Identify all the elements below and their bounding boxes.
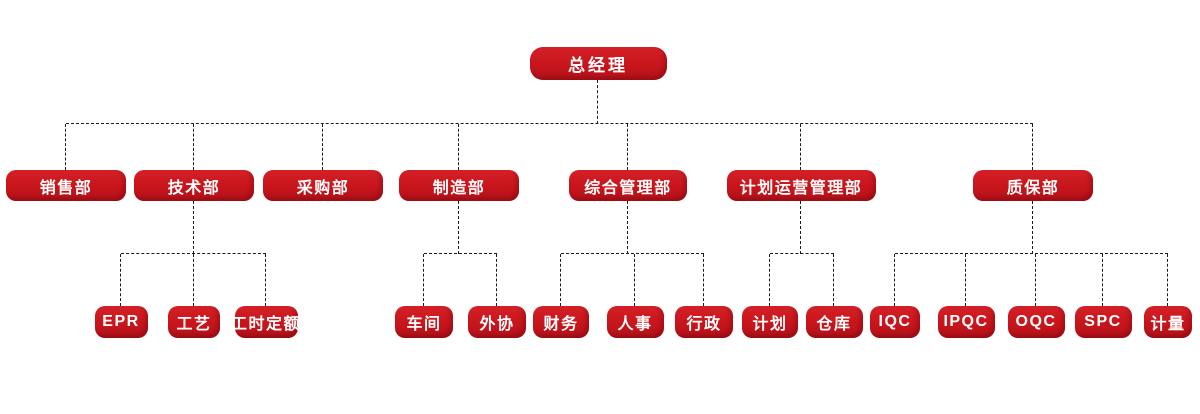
connector-line-vertical <box>120 254 122 306</box>
connector-line-horizontal <box>424 253 497 255</box>
connector-line-vertical <box>1167 254 1169 306</box>
org-node-planning-operations: 计划运营管理部 <box>726 170 876 201</box>
org-node-workshop: 车间 <box>395 306 453 338</box>
connector-line-vertical <box>597 80 599 124</box>
connector-line-vertical <box>458 124 460 170</box>
org-node-outsourcing: 外协 <box>468 306 526 338</box>
org-node-general-management: 综合管理部 <box>569 170 687 201</box>
connector-line-vertical <box>1035 254 1037 306</box>
org-node-warehouse: 仓库 <box>805 306 863 338</box>
connector-line-vertical <box>800 124 802 170</box>
connector-line-vertical <box>322 124 324 170</box>
connector-line-vertical <box>965 254 967 306</box>
org-node-spc: SPC <box>1074 306 1132 338</box>
connector-line-vertical <box>634 254 636 306</box>
org-node-administration: 行政 <box>675 306 733 338</box>
org-node-quality-assurance: 质保部 <box>973 170 1093 201</box>
connector-line-vertical <box>265 254 267 306</box>
org-node-hr: 人事 <box>606 306 664 338</box>
connector-line-vertical <box>833 254 835 306</box>
org-node-planning: 计划 <box>742 306 798 338</box>
connector-line-vertical <box>458 201 460 254</box>
connector-line-vertical <box>627 124 629 170</box>
connector-line-vertical <box>703 254 705 306</box>
connector-line-horizontal <box>66 123 1033 125</box>
connector-line-vertical <box>800 201 802 254</box>
org-node-manufacturing: 制造部 <box>399 170 519 201</box>
org-node-technology: 技术部 <box>134 170 254 201</box>
org-node-iqc: IQC <box>870 306 920 338</box>
org-node-finance: 财务 <box>533 306 589 338</box>
connector-line-horizontal <box>561 253 704 255</box>
connector-line-vertical <box>193 124 195 170</box>
connector-line-horizontal <box>895 253 1168 255</box>
org-node-epr: EPR <box>94 306 148 338</box>
connector-line-vertical <box>193 254 195 306</box>
org-node-metrology: 计量 <box>1144 306 1192 338</box>
connector-line-vertical <box>894 254 896 306</box>
org-node-work-hour-quota: 工时定额 <box>231 306 300 338</box>
connector-line-vertical <box>1032 124 1034 170</box>
connector-line-vertical <box>193 201 195 254</box>
connector-line-horizontal <box>770 253 834 255</box>
org-node-sales: 销售部 <box>6 170 126 201</box>
connector-line-vertical <box>627 201 629 254</box>
org-node-ipqc: IPQC <box>937 306 995 338</box>
connector-line-vertical <box>560 254 562 306</box>
connector-line-vertical <box>1102 254 1104 306</box>
org-node-purchasing: 采购部 <box>263 170 383 201</box>
connector-line-vertical <box>496 254 498 306</box>
org-node-process: 工艺 <box>168 306 220 338</box>
connector-line-vertical <box>423 254 425 306</box>
org-node-oqc: OQC <box>1007 306 1065 338</box>
connector-line-vertical <box>1032 201 1034 254</box>
connector-line-vertical <box>65 124 67 170</box>
org-node-general-manager: 总经理 <box>529 47 667 80</box>
connector-line-horizontal <box>121 253 266 255</box>
connector-line-vertical <box>769 254 771 306</box>
